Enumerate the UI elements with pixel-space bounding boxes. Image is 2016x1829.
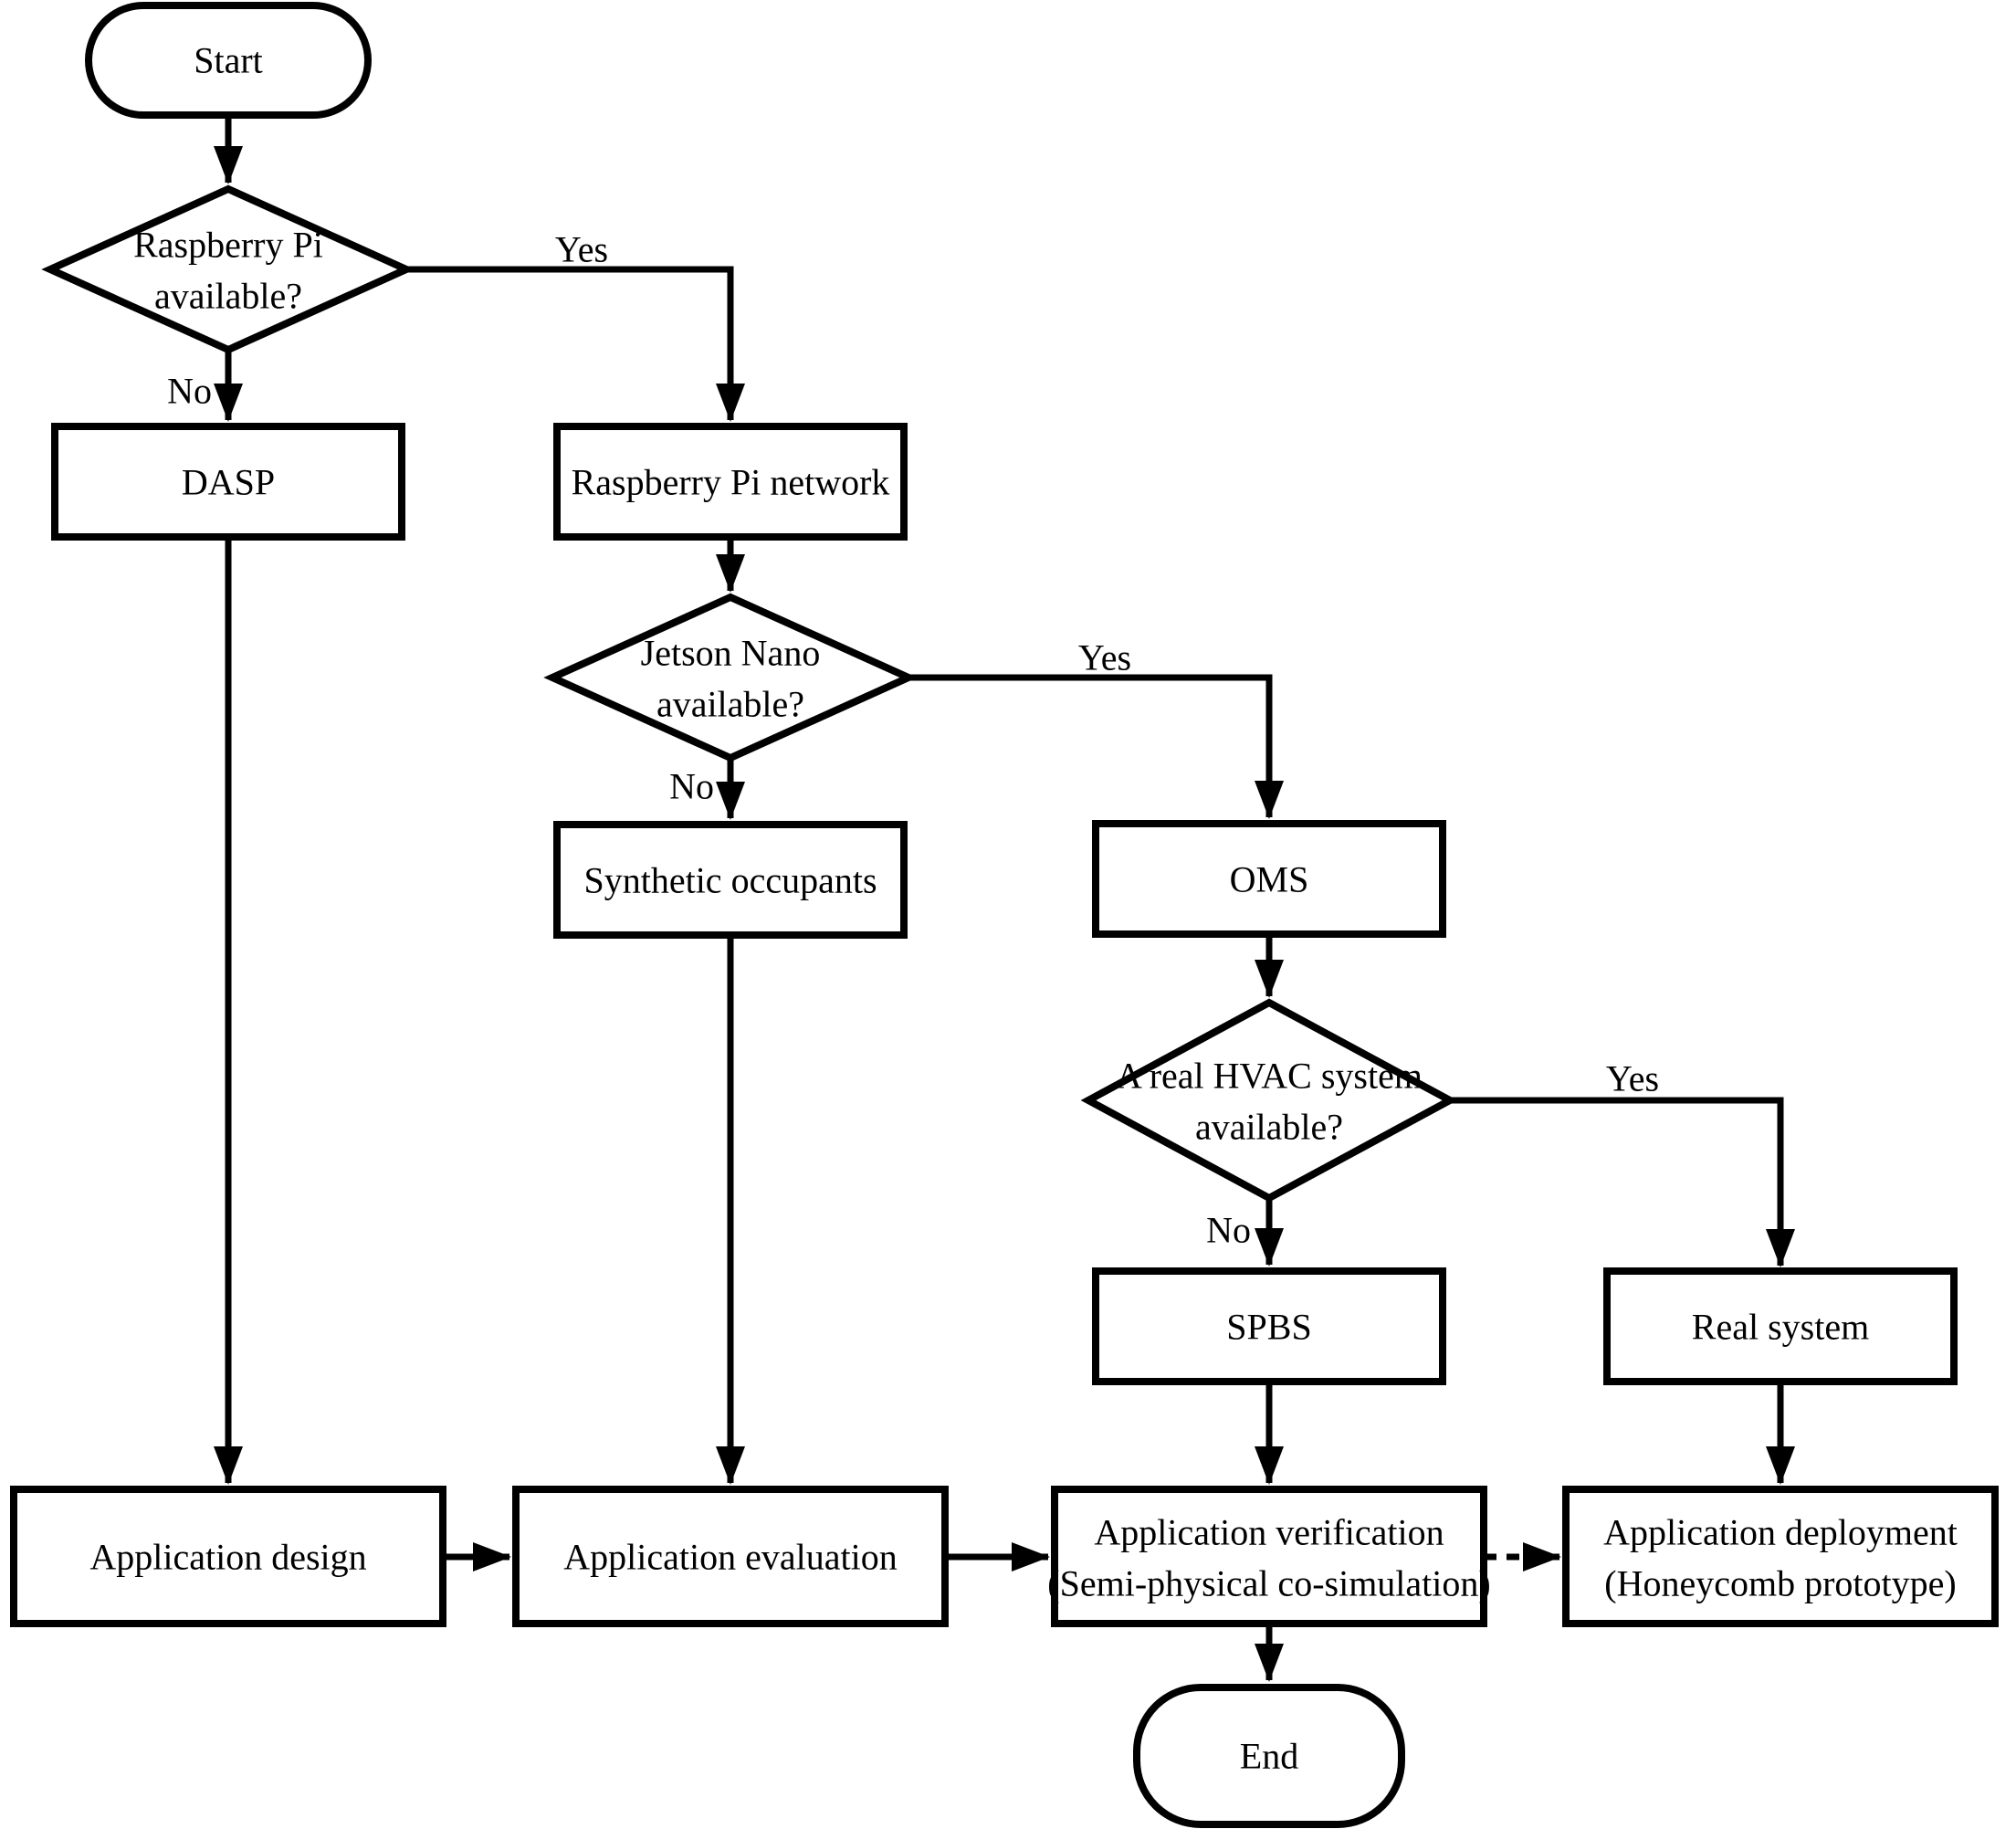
synthetic-occupants-box: [553, 821, 908, 939]
dasp-label: DASP: [182, 462, 275, 503]
decision-raspberry-pi-line1: Raspberry Pi: [133, 225, 323, 266]
application-design-box: [10, 1486, 446, 1627]
oms-box: [1092, 820, 1446, 938]
decision-hvac-line2: available?: [1195, 1107, 1343, 1148]
application-verification-box: [1051, 1486, 1487, 1627]
branch-labels: Yes No Yes No Yes No: [167, 229, 1659, 1251]
raspberry-pi-no-label: No: [167, 371, 212, 412]
decision-jetson-nano-available: [543, 593, 918, 762]
jetson-nano-yes-label: Yes: [1078, 637, 1131, 678]
decision-hvac-line1: A real HVAC system: [1116, 1056, 1423, 1097]
raspberry-pi-network-box: [553, 423, 908, 541]
application-design-label: Application design: [89, 1537, 366, 1578]
start-terminator: [85, 2, 372, 119]
nodes: Start Raspberry Pi available? DASP Raspb…: [10, 2, 1999, 1828]
edge-jetson-yes-to-oms: [908, 674, 1284, 819]
raspberry-pi-network-label: Raspberry Pi network: [572, 462, 890, 503]
end-label: End: [1240, 1736, 1298, 1777]
dasp-box: [51, 423, 405, 541]
start-label: Start: [194, 40, 263, 81]
hvac-yes-label: Yes: [1606, 1058, 1659, 1099]
raspberry-pi-yes-label: Yes: [555, 229, 608, 270]
edge-raspberry-pi-yes-to-network: [406, 266, 745, 422]
application-deployment-line2: (Honeycomb prototype): [1604, 1563, 1956, 1604]
decision-jetson-nano-line2: available?: [656, 684, 804, 725]
oms-label: OMS: [1230, 859, 1309, 900]
jetson-nano-no-label: No: [669, 766, 714, 807]
edges: [214, 115, 1795, 1682]
decision-raspberry-pi-line2: available?: [154, 276, 302, 317]
application-evaluation-label: Application evaluation: [563, 1537, 897, 1578]
application-verification-line2: (Semi-physical co-simulation): [1047, 1563, 1490, 1604]
spbs-label: SPBS: [1226, 1307, 1311, 1348]
decision-hvac-available: [1080, 998, 1458, 1203]
application-verification-line1: Application verification: [1094, 1512, 1444, 1553]
edge-hvac-yes-to-real-system: [1450, 1097, 1795, 1267]
spbs-box: [1092, 1267, 1446, 1385]
application-deployment-line1: Application deployment: [1603, 1512, 1958, 1553]
decision-raspberry-pi-available: [41, 184, 415, 354]
end-terminator: [1133, 1684, 1405, 1828]
application-deployment-box: [1562, 1486, 1999, 1627]
application-evaluation-box: [512, 1486, 949, 1627]
synthetic-occupants-label: Synthetic occupants: [583, 860, 877, 901]
real-system-label: Real system: [1692, 1307, 1869, 1348]
real-system-box: [1603, 1267, 1958, 1385]
hvac-no-label: No: [1206, 1210, 1251, 1251]
decision-jetson-nano-line1: Jetson Nano: [641, 633, 821, 674]
